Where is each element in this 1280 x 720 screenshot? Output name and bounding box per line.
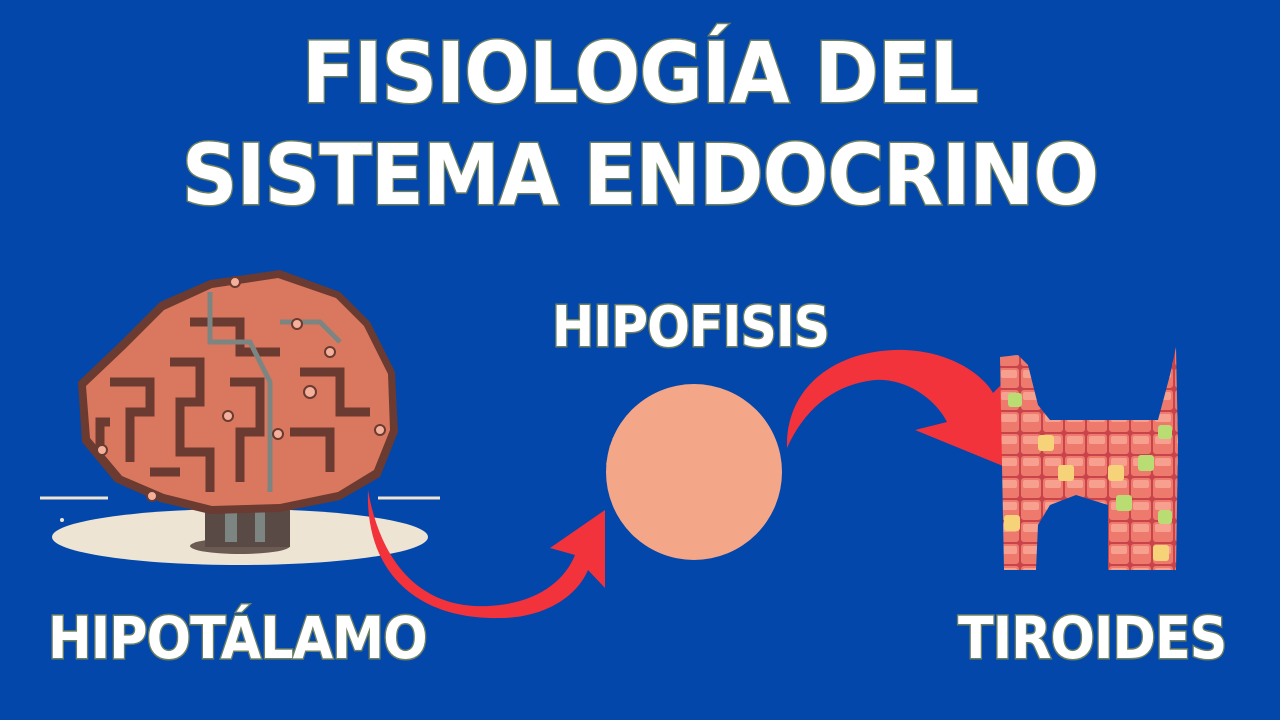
label-hypothalamus: HIPOTÁLAMO — [47, 604, 429, 672]
arrow-icon — [367, 490, 605, 619]
brain-icon — [40, 270, 440, 565]
pituitary-circle-icon — [606, 384, 782, 560]
label-pituitary: HIPOFISIS — [551, 294, 832, 361]
thyroid-icon — [1000, 347, 1178, 570]
title-line-2: SISTEMA ENDOCRINO — [181, 126, 1101, 224]
label-thyroid: TIROIDES — [957, 604, 1229, 672]
title-line-1: FISIOLOGÍA DEL — [301, 24, 981, 122]
arrow-icon — [786, 349, 1010, 466]
